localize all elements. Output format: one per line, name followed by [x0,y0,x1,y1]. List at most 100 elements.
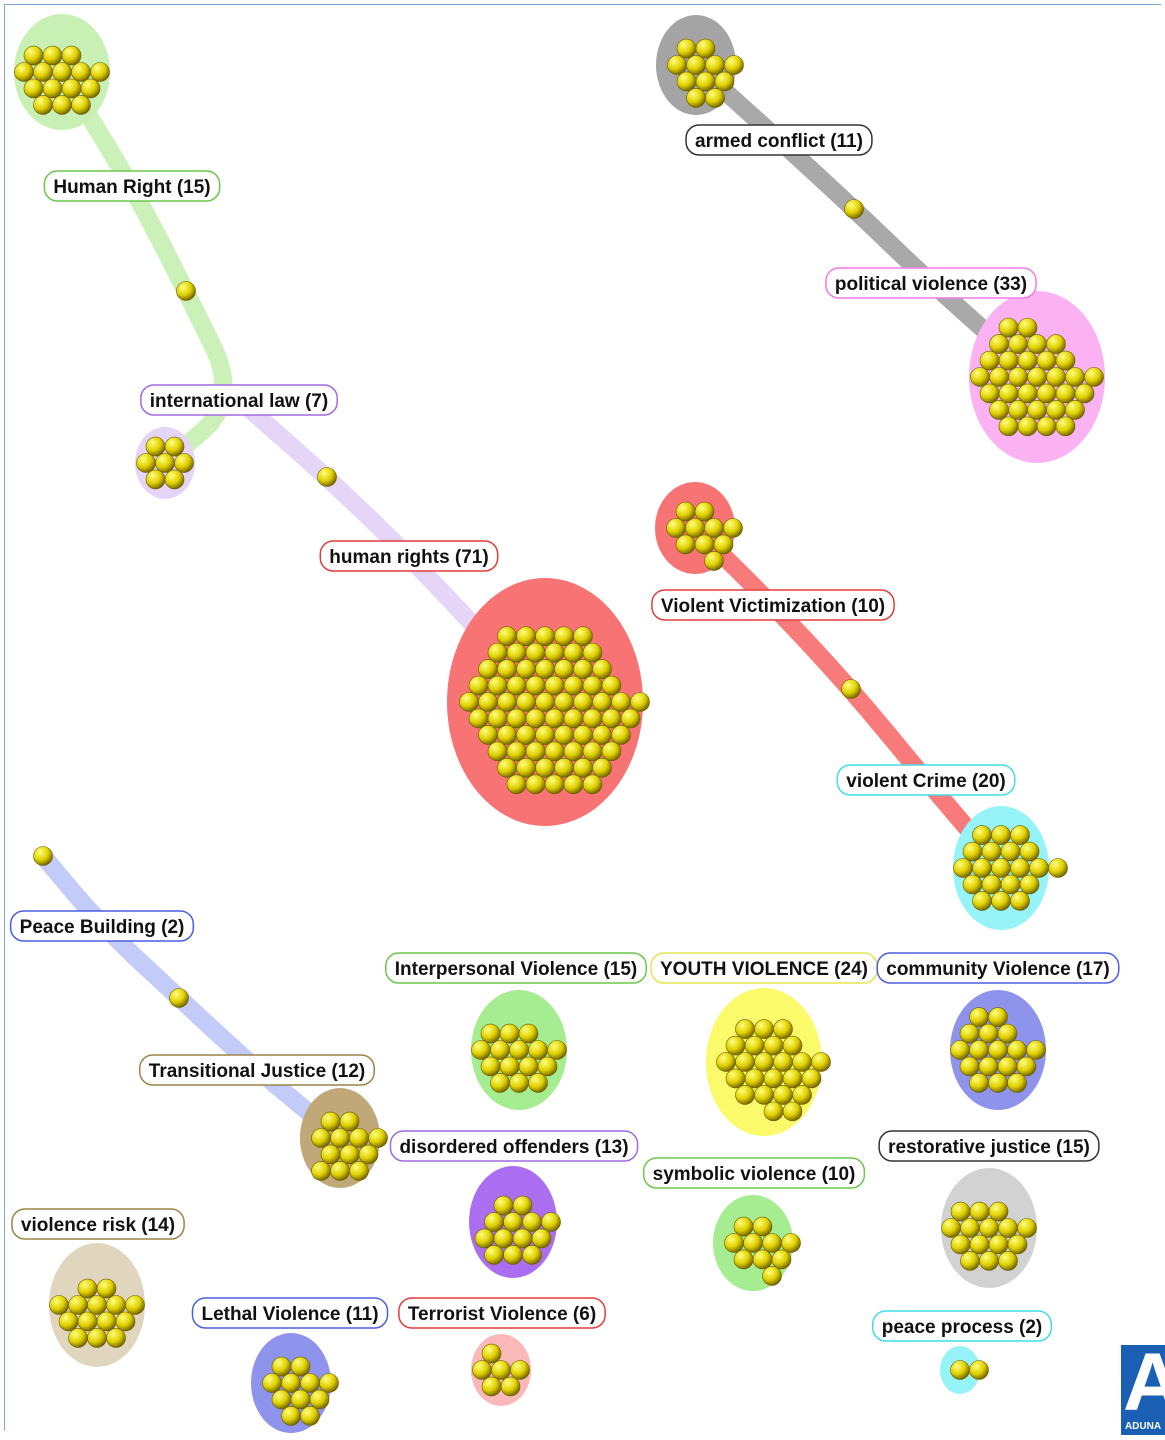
document-node[interactable] [541,1212,561,1232]
document-node[interactable] [989,334,1009,354]
cluster-label-human-right[interactable]: Human Right (15) [43,170,221,202]
document-node[interactable] [1010,825,1030,845]
document-node[interactable] [979,383,1000,404]
cluster-label-armed-conflict[interactable]: armed conflict (11) [685,124,873,156]
document-node[interactable] [1017,1218,1037,1238]
junction-node[interactable] [317,467,337,487]
document-node[interactable] [773,1019,793,1039]
cluster-label-youth-violence[interactable]: YOUTH VIOLENCE (24) [650,952,878,984]
document-node[interactable] [950,1201,971,1222]
document-node[interactable] [781,1233,801,1253]
junction-node[interactable] [844,199,864,219]
document-node[interactable] [537,1056,558,1077]
document-node[interactable] [962,874,983,895]
document-node[interactable] [762,1266,782,1286]
document-node[interactable] [704,551,724,571]
document-node[interactable] [174,453,194,473]
document-node[interactable] [478,659,498,679]
document-node[interactable] [694,501,715,522]
document-node[interactable] [960,1251,980,1271]
cluster-label-violence-risk[interactable]: violence risk (14) [11,1208,185,1240]
document-node[interactable] [480,1056,501,1077]
document-node[interactable] [969,1360,989,1380]
document-node[interactable] [1019,841,1040,862]
document-node[interactable] [262,1373,282,1393]
cluster-label-restorative-justice[interactable]: restorative justice (15) [878,1130,1100,1162]
document-node[interactable] [484,1245,504,1265]
document-node[interactable] [339,1111,360,1132]
document-node[interactable] [695,38,716,59]
cluster-label-political-violence[interactable]: political violence (33) [825,267,1037,299]
document-node[interactable] [950,1234,971,1255]
document-node[interactable] [979,350,1000,371]
document-node[interactable] [472,1360,492,1380]
document-node[interactable] [319,1373,339,1393]
document-node[interactable] [630,692,650,712]
document-node[interactable] [33,95,53,115]
document-node[interactable] [724,55,744,75]
document-node[interactable] [592,659,612,679]
document-node[interactable] [358,1144,379,1165]
document-node[interactable] [125,1295,145,1315]
cluster-label-interpersonal-violence[interactable]: Interpersonal Violence (15) [384,952,648,984]
document-node[interactable] [471,1040,491,1060]
junction-node[interactable] [841,679,861,699]
document-node[interactable] [478,725,498,745]
cluster-label-transitional-justice[interactable]: Transitional Justice (12) [139,1054,375,1086]
document-node[interactable] [953,858,973,878]
document-node[interactable] [713,534,734,555]
cluster-label-human-rights[interactable]: human rights (71) [319,540,499,572]
document-node[interactable] [481,1343,502,1364]
document-node[interactable] [290,1356,311,1377]
document-node[interactable] [281,1406,301,1426]
document-node[interactable] [676,71,697,92]
document-node[interactable] [271,1389,292,1410]
document-node[interactable] [145,469,166,490]
cluster-label-lethal-violence[interactable]: Lethal Violence (11) [191,1297,389,1329]
document-node[interactable] [811,1052,831,1072]
document-node[interactable] [518,1023,539,1044]
document-node[interactable] [752,1216,773,1237]
document-node[interactable] [723,518,743,538]
document-node[interactable] [988,1201,1009,1222]
document-node[interactable] [970,367,990,387]
document-node[interactable] [164,436,185,457]
document-node[interactable] [959,1023,980,1044]
document-node[interactable] [90,62,110,82]
document-node[interactable] [61,45,82,66]
document-node[interactable] [474,1228,495,1249]
cluster-label-international-law[interactable]: international law (7) [140,384,338,416]
document-node[interactable] [497,758,517,778]
document-node[interactable] [1026,1040,1046,1060]
document-node[interactable] [997,1023,1018,1044]
document-node[interactable] [1046,334,1066,354]
document-node[interactable] [23,78,44,99]
document-node[interactable] [601,675,622,696]
cluster-label-violent-victimization[interactable]: Violent Victimization (10) [651,589,895,621]
document-node[interactable] [136,453,156,473]
document-node[interactable] [506,774,527,795]
document-node[interactable] [468,675,489,696]
junction-node[interactable] [176,281,196,301]
document-node[interactable] [487,741,508,762]
document-node[interactable] [725,1035,746,1056]
document-node[interactable] [686,88,706,108]
document-node[interactable] [725,1068,746,1089]
junction-node[interactable] [169,988,189,1008]
document-node[interactable] [666,518,686,538]
document-node[interactable] [735,1085,755,1105]
document-node[interactable] [1055,350,1076,371]
document-node[interactable] [1084,367,1104,387]
document-node[interactable] [480,1023,501,1044]
document-node[interactable] [311,1161,331,1181]
document-node[interactable] [988,1007,1008,1027]
document-node[interactable] [68,1328,88,1348]
document-node[interactable] [468,708,489,729]
document-node[interactable] [969,1073,989,1093]
document-node[interactable] [490,1073,510,1093]
document-node[interactable] [675,534,696,555]
document-node[interactable] [510,1360,530,1380]
document-node[interactable] [58,1311,79,1332]
cluster-label-symbolic-violence[interactable]: symbolic violence (10) [642,1157,866,1189]
cluster-label-community-violence[interactable]: community Violence (17) [876,952,1120,984]
